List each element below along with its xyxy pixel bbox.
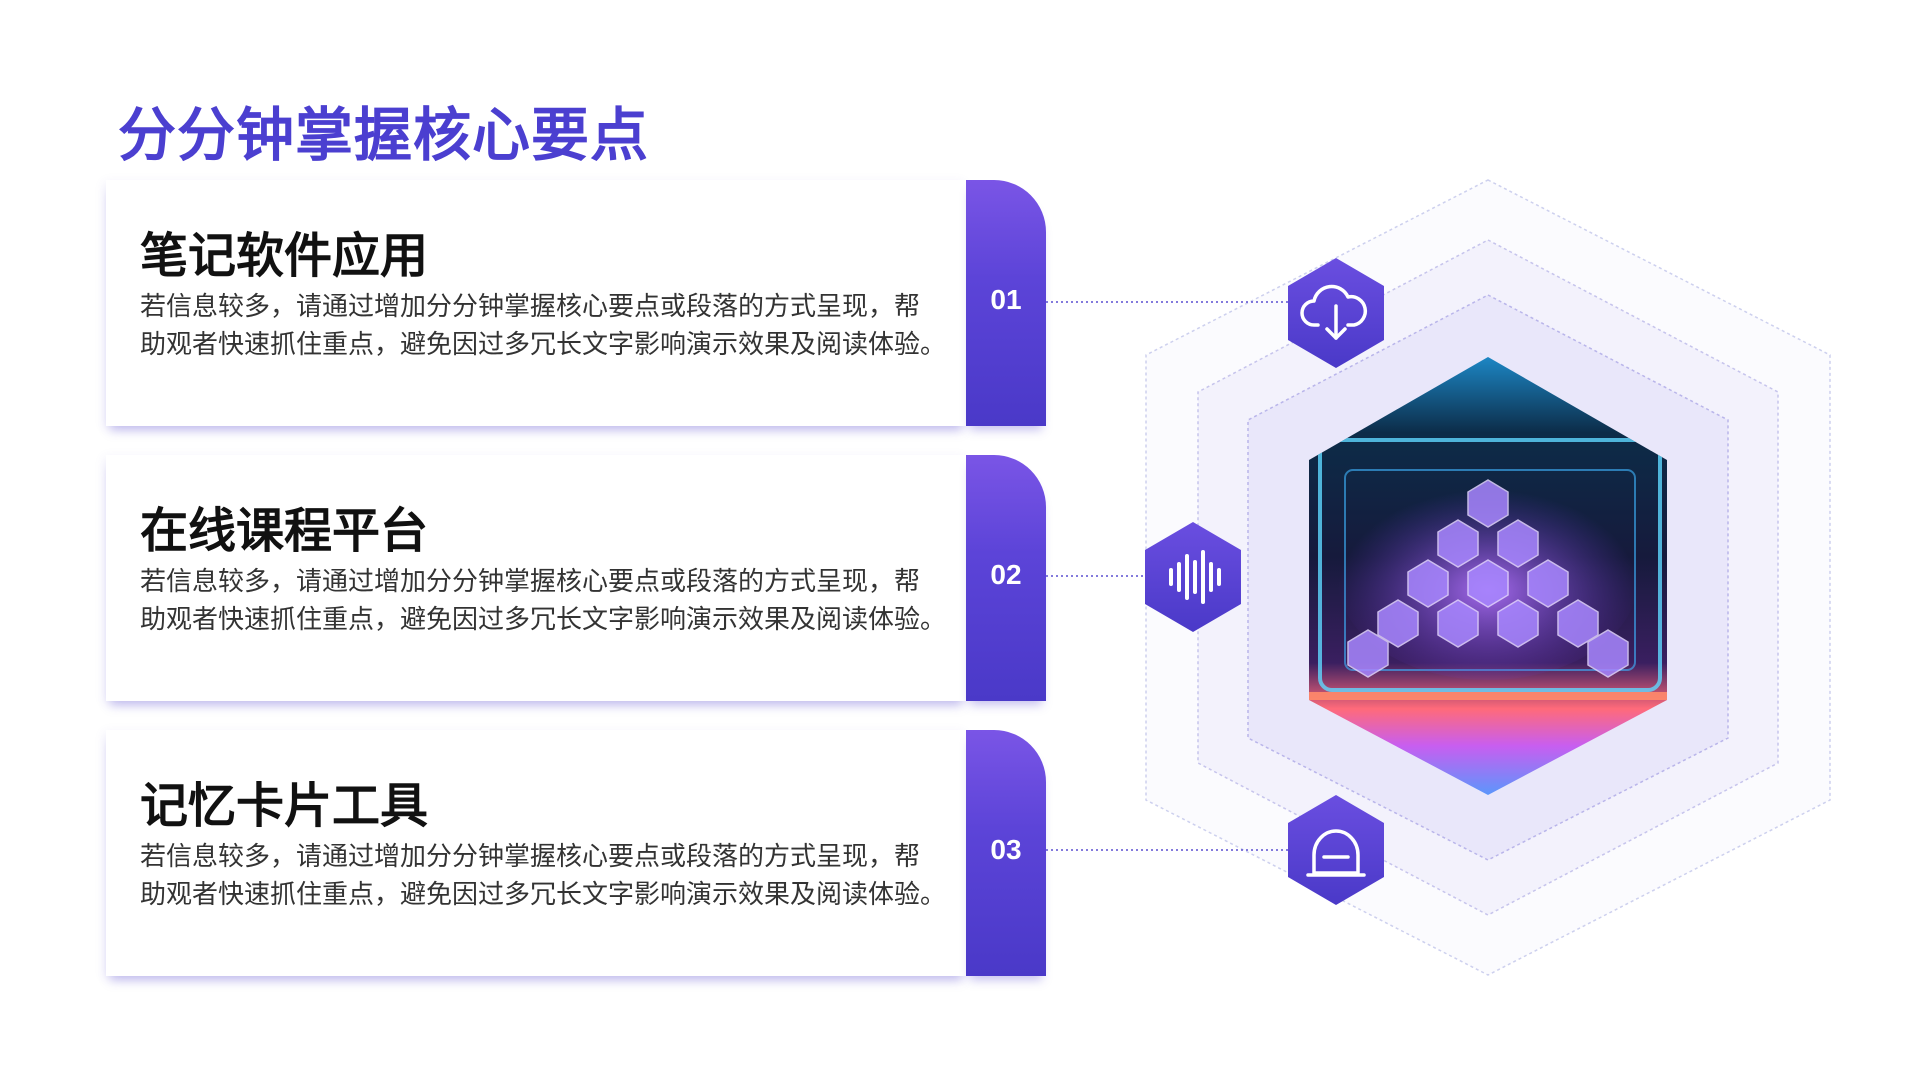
number-tab [966,455,1046,701]
card-body: 若信息较多，请通过增加分分钟掌握核心要点或段落的方式呈现，帮 助观者快速抓住重点… [140,563,960,639]
card-panel [106,180,966,426]
card-body-line: 若信息较多，请通过增加分分钟掌握核心要点或段落的方式呈现，帮 [140,842,921,872]
card-body: 若信息较多，请通过增加分分钟掌握核心要点或段落的方式呈现，帮 助观者快速抓住重点… [140,288,960,364]
crystal-image [1309,357,1667,795]
bell-icon [1288,795,1384,905]
card-body-line: 助观者快速抓住重点，避免因过多冗长文字影响演示效果及阅读体验。 [140,330,947,360]
card-body: 若信息较多，请通过增加分分钟掌握核心要点或段落的方式呈现，帮 助观者快速抓住重点… [140,838,960,914]
item-number: 03 [990,834,1022,865]
card-body-line: 若信息较多，请通过增加分分钟掌握核心要点或段落的方式呈现，帮 [140,567,921,597]
number-tab [966,180,1046,426]
card-panel [106,455,966,701]
card-body-line: 若信息较多，请通过增加分分钟掌握核心要点或段落的方式呈现，帮 [140,292,921,322]
page-title: 分分钟掌握核心要点 [118,101,650,169]
feature-card-1: 01 笔记软件应用 若信息较多，请通过增加分分钟掌握核心要点或段落的方式呈现，帮… [106,180,1046,426]
cloud-download-icon [1288,258,1384,368]
card-heading: 笔记软件应用 [140,228,429,284]
card-body-line: 助观者快速抓住重点，避免因过多冗长文字影响演示效果及阅读体验。 [140,605,947,635]
card-heading: 在线课程平台 [140,503,429,559]
card-heading: 记忆卡片工具 [140,778,429,834]
item-number: 02 [990,559,1022,590]
number-tab [966,730,1046,976]
card-panel [106,730,966,976]
item-number: 01 [990,284,1022,315]
feature-card-2: 02 在线课程平台 若信息较多，请通过增加分分钟掌握核心要点或段落的方式呈现，帮… [106,455,1046,701]
feature-card-3: 03 记忆卡片工具 若信息较多，请通过增加分分钟掌握核心要点或段落的方式呈现，帮… [106,730,1046,976]
audio-waveform-icon [1145,522,1241,632]
card-body-line: 助观者快速抓住重点，避免因过多冗长文字影响演示效果及阅读体验。 [140,880,947,910]
